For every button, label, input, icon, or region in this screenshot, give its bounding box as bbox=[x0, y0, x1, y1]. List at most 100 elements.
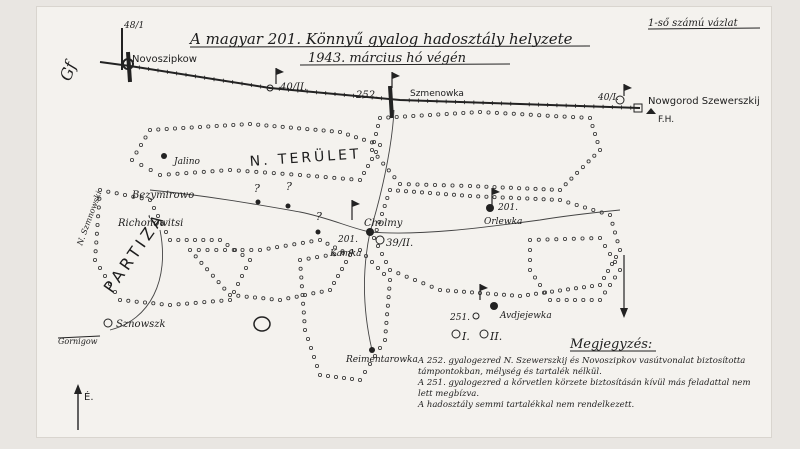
lake-marker bbox=[253, 316, 271, 332]
forest-dot bbox=[297, 126, 302, 131]
forest-dot bbox=[613, 259, 618, 264]
forest-dot bbox=[254, 169, 259, 174]
forest-dot bbox=[219, 168, 224, 173]
forest-dot bbox=[129, 157, 134, 162]
forest-dot bbox=[403, 189, 408, 194]
forest-dot bbox=[280, 124, 285, 129]
forest-dot bbox=[545, 113, 550, 118]
forest-dot bbox=[538, 282, 543, 287]
forest-dot bbox=[271, 171, 276, 176]
forest-dot bbox=[450, 183, 455, 188]
forest-dot bbox=[575, 170, 580, 175]
forest-dot bbox=[301, 310, 306, 315]
forest-dot bbox=[558, 288, 563, 293]
forest-dot bbox=[288, 125, 293, 130]
village-marker bbox=[161, 153, 167, 159]
forest-dot bbox=[139, 162, 144, 167]
forest-dot bbox=[593, 131, 598, 136]
forest-dot bbox=[419, 113, 424, 118]
forest-dot bbox=[469, 110, 474, 115]
forest-dot bbox=[377, 142, 382, 147]
forest-dot bbox=[373, 149, 378, 154]
forest-dot bbox=[333, 374, 338, 379]
flag-icon bbox=[392, 72, 400, 79]
forest-dot bbox=[225, 242, 230, 247]
forest-dot bbox=[222, 123, 227, 128]
forest-dot bbox=[373, 131, 378, 136]
question-mark-2: ? bbox=[286, 180, 292, 193]
place-kamka: Kamka bbox=[329, 249, 361, 259]
forest-dot bbox=[315, 174, 320, 179]
unit-fh: F.H. bbox=[658, 115, 674, 125]
forest-dot bbox=[477, 110, 482, 115]
forest-dot bbox=[292, 242, 297, 247]
forest-dot bbox=[402, 114, 407, 119]
forest-dot bbox=[189, 125, 194, 130]
forest-dot bbox=[300, 292, 305, 297]
forest-dot bbox=[280, 171, 285, 176]
forest-dot bbox=[386, 115, 391, 120]
forest-dot bbox=[588, 116, 593, 121]
forest-dot bbox=[349, 376, 354, 381]
place-bezymirowo: Bezymirowo bbox=[131, 190, 194, 201]
forest-dot bbox=[381, 271, 386, 276]
forest-dot bbox=[369, 147, 374, 152]
forest-dot bbox=[294, 294, 299, 299]
forest-dot bbox=[543, 290, 548, 295]
margin-scribble: Gf bbox=[56, 56, 81, 83]
forest-dot bbox=[332, 175, 337, 180]
place-avdejewka: Avdjejewka bbox=[499, 311, 552, 321]
forest-dot bbox=[528, 237, 533, 242]
forest-dot bbox=[167, 237, 172, 242]
forest-dot bbox=[315, 255, 320, 260]
forest-dot bbox=[563, 182, 568, 187]
forest-dot bbox=[537, 113, 542, 118]
forest-dot bbox=[451, 192, 456, 197]
forest-dot bbox=[202, 300, 207, 305]
forest-dot bbox=[459, 193, 464, 198]
forest-dot bbox=[205, 267, 210, 272]
forest-dot bbox=[199, 260, 204, 265]
village-marker bbox=[315, 229, 321, 235]
forest-dot bbox=[219, 298, 224, 303]
forest-dot bbox=[305, 127, 310, 132]
forest-dot bbox=[375, 124, 380, 129]
forest-dot bbox=[306, 173, 311, 178]
forest-dot bbox=[184, 171, 189, 176]
forest-dot bbox=[518, 293, 523, 298]
forest-dot bbox=[517, 196, 522, 201]
forest-dot bbox=[264, 123, 269, 128]
corner-note: 1-ső számú vázlat bbox=[648, 18, 739, 29]
forest-dot bbox=[445, 288, 450, 293]
forest-dot bbox=[157, 172, 162, 177]
forest-dot bbox=[217, 237, 222, 242]
forest-dot bbox=[139, 196, 144, 201]
forest-dot bbox=[305, 336, 310, 341]
forest-dot bbox=[299, 275, 304, 280]
forest-dot bbox=[167, 302, 172, 307]
forest-dot bbox=[384, 320, 389, 325]
forest-dot bbox=[236, 168, 241, 173]
forest-dot bbox=[231, 123, 236, 128]
forest-dot bbox=[193, 300, 198, 305]
forest-dot bbox=[210, 273, 215, 278]
forest-dot bbox=[435, 191, 440, 196]
forest-dot bbox=[210, 169, 215, 174]
forest-dot bbox=[222, 286, 227, 291]
forest-dot bbox=[394, 115, 399, 120]
unit-marker bbox=[479, 329, 489, 339]
village-marker bbox=[369, 347, 375, 353]
town-marker bbox=[633, 103, 643, 113]
forest-dot bbox=[176, 302, 181, 307]
forest-dot bbox=[323, 253, 328, 258]
forest-dot bbox=[580, 236, 585, 241]
forest-dot bbox=[586, 159, 591, 164]
forest-dot bbox=[309, 239, 314, 244]
forest-dot bbox=[528, 112, 533, 117]
forest-dot bbox=[618, 267, 623, 272]
forest-dot bbox=[361, 170, 366, 175]
forest-dot bbox=[123, 192, 128, 197]
forest-dot bbox=[227, 292, 232, 297]
forest-dot bbox=[286, 296, 291, 301]
forest-dot bbox=[372, 353, 377, 358]
